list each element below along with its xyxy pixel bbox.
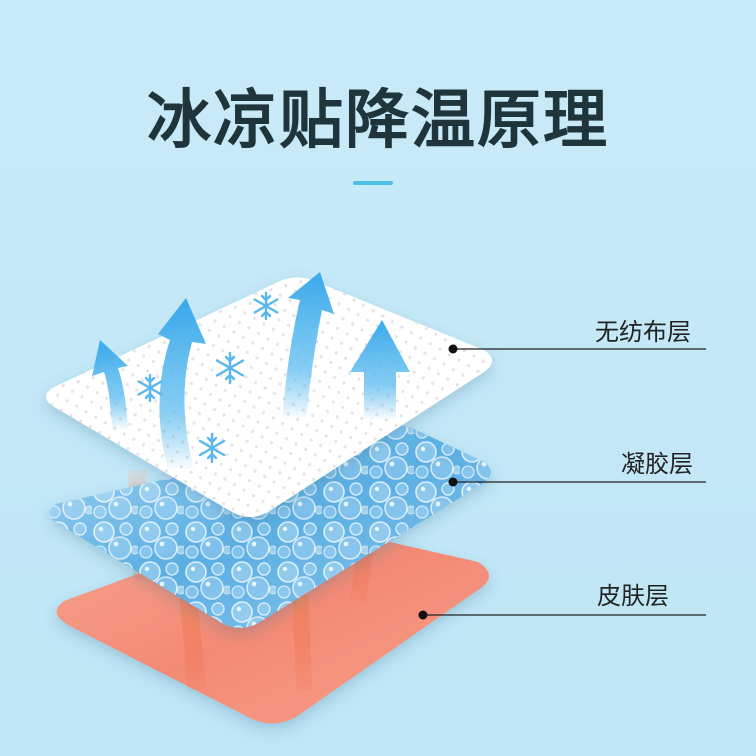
snowflake-icon	[137, 373, 163, 403]
leader-dot	[448, 344, 458, 354]
cooling-arrows	[92, 272, 410, 470]
snowflakes	[137, 291, 279, 464]
page-title: 冰凉贴降温原理	[147, 84, 609, 158]
label-fabric-layer: 无纺布层	[595, 318, 691, 346]
title-underline	[353, 181, 393, 185]
leader-dot	[418, 610, 428, 620]
snowflake-icon	[253, 291, 279, 321]
snowflake-icon	[215, 351, 245, 385]
label-skin-layer: 皮肤层	[597, 582, 669, 610]
cooling-arrow-icon	[282, 272, 334, 420]
cooling-arrow-icon	[92, 340, 128, 430]
cooling-arrow-icon	[350, 320, 410, 420]
snowflake-icon	[198, 432, 226, 464]
leader-lines	[418, 344, 706, 620]
leader-dot	[448, 477, 458, 487]
label-gel-layer: 凝胶层	[621, 450, 693, 478]
cooling-arrow-icon	[158, 298, 206, 470]
